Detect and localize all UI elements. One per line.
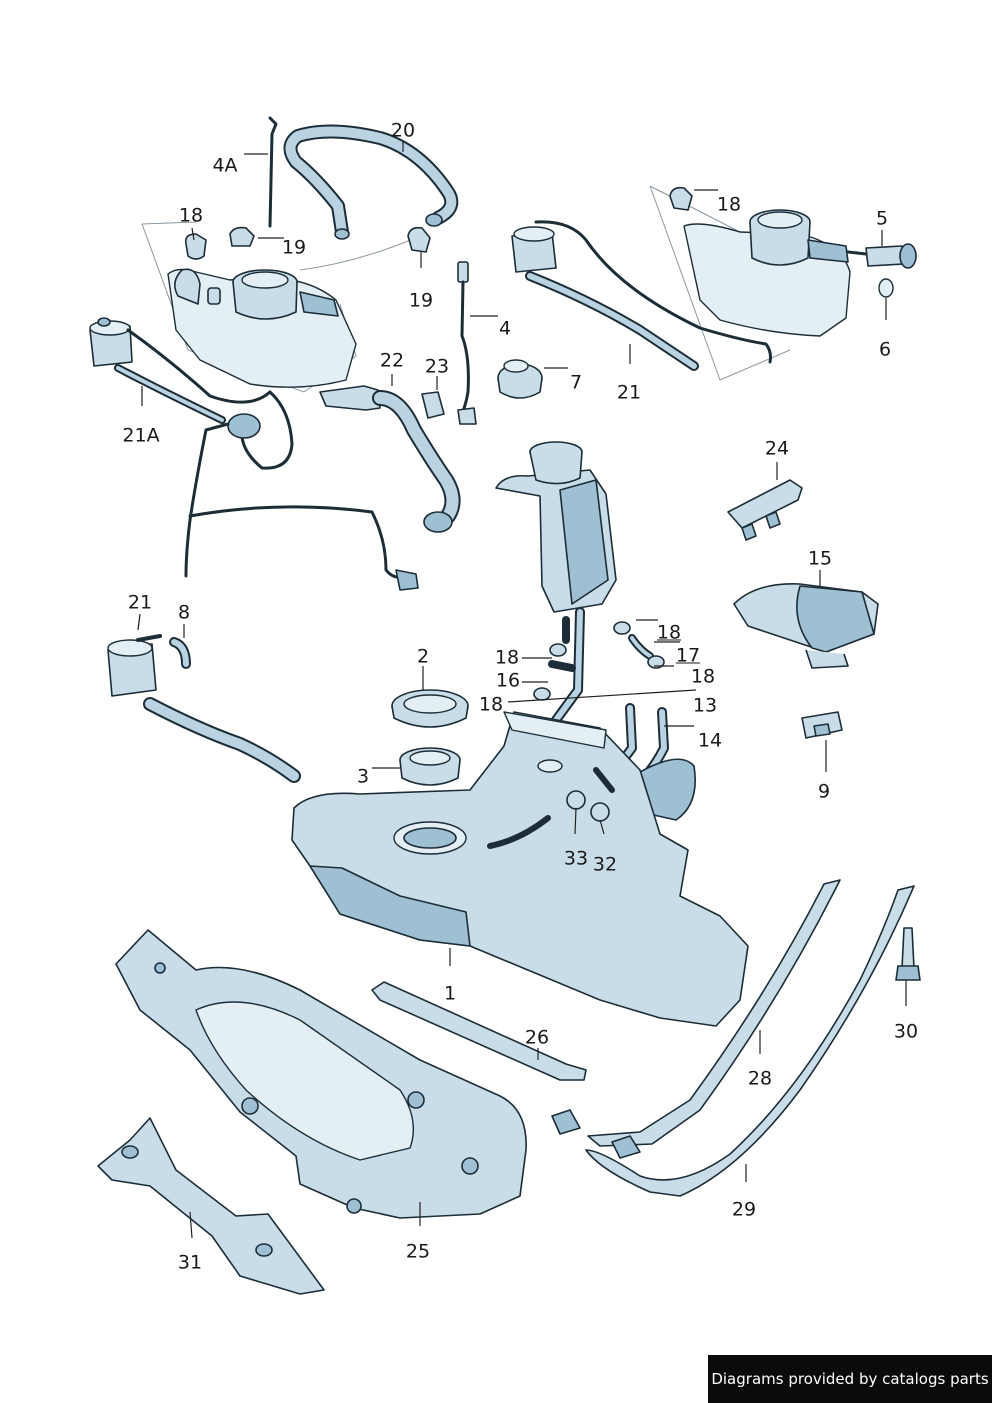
part-4a-rod (268, 116, 278, 228)
filler-pipe-assembly (495, 441, 617, 725)
part-21-canister-top (511, 220, 772, 371)
callout-18-b[interactable]: 18 (716, 193, 742, 216)
callout-18-c[interactable]: 18 (656, 621, 682, 644)
part-29-strap (585, 885, 915, 1197)
part-17-hose (628, 634, 654, 660)
callout-6[interactable]: 6 (878, 338, 892, 361)
part-19-clip-b (407, 226, 431, 253)
part-18-clip-c (549, 643, 567, 657)
callout-24[interactable]: 24 (764, 437, 790, 460)
callout-29[interactable]: 29 (731, 1198, 757, 1221)
part-21-canister-mid (107, 634, 301, 783)
callout-21-b[interactable]: 21 (616, 381, 642, 404)
part-24-bracket (727, 479, 803, 541)
part-31-bracket (97, 1117, 325, 1295)
part-9-clip (801, 711, 843, 739)
callout-13[interactable]: 13 (692, 694, 718, 717)
callout-19-a[interactable]: 19 (281, 236, 307, 259)
part-32-clamp (590, 802, 610, 822)
callout-21-c[interactable]: 21 (127, 591, 153, 614)
callout-5[interactable]: 5 (875, 207, 889, 230)
part-4-wire-connector (457, 261, 477, 425)
part-33-clamp (566, 790, 586, 810)
callout-18-f[interactable]: 18 (478, 693, 504, 716)
part-26-strap (371, 981, 587, 1081)
callout-31[interactable]: 31 (177, 1251, 203, 1274)
part-16-hose (548, 660, 576, 672)
callout-8[interactable]: 8 (177, 601, 191, 624)
part-5-valve (846, 243, 917, 269)
callout-26[interactable]: 26 (524, 1026, 550, 1049)
part-23-seal (421, 391, 445, 419)
callout-18-e[interactable]: 18 (690, 665, 716, 688)
part-22-valve-hose (319, 385, 461, 533)
filler-neck-group-left (141, 221, 421, 393)
part-25-heat-shield (115, 929, 527, 1219)
part-19-clip-a (229, 226, 255, 247)
callout-17[interactable]: 17 (675, 644, 701, 667)
callout-7[interactable]: 7 (569, 371, 583, 394)
part-8-hose-piece (169, 637, 191, 669)
credit-text: Diagrams provided by catalogs parts (711, 1370, 989, 1388)
callout-2[interactable]: 2 (416, 645, 430, 668)
part-3-seal-ring (399, 747, 461, 786)
callout-4[interactable]: 4 (498, 317, 512, 340)
part-30-bolt (895, 927, 921, 981)
callout-22[interactable]: 22 (379, 349, 405, 372)
part-18-clip-e (613, 621, 631, 635)
part-18-clip-f (647, 655, 665, 669)
callout-21a[interactable]: 21A (122, 424, 160, 447)
callout-28[interactable]: 28 (747, 1067, 773, 1090)
part-21a-carbon-canister (89, 317, 419, 591)
callout-32[interactable]: 32 (592, 853, 618, 876)
callout-33[interactable]: 33 (563, 847, 589, 870)
callout-9[interactable]: 9 (817, 780, 831, 803)
callout-14[interactable]: 14 (697, 729, 723, 752)
part-18-clip-d (533, 687, 551, 701)
part-7-cap (497, 359, 543, 399)
part-18-clip-a (184, 233, 207, 260)
part-6-o-ring (878, 278, 894, 298)
callout-25[interactable]: 25 (405, 1240, 431, 1263)
callout-4a[interactable]: 4A (212, 154, 238, 177)
credit-banner: Diagrams provided by catalogs parts (708, 1355, 992, 1403)
filler-neck-group-right (649, 185, 851, 381)
part-2-locking-ring (391, 689, 469, 728)
callout-18-d[interactable]: 18 (494, 646, 520, 669)
callout-16[interactable]: 16 (495, 669, 521, 692)
callout-3[interactable]: 3 (356, 765, 370, 788)
callout-18-a[interactable]: 18 (178, 204, 204, 227)
part-15-shield (733, 583, 879, 669)
callout-1[interactable]: 1 (443, 982, 457, 1005)
callout-23[interactable]: 23 (424, 355, 450, 378)
callout-30[interactable]: 30 (893, 1020, 919, 1043)
callout-20[interactable]: 20 (390, 119, 416, 142)
leader-lines (137, 142, 907, 1239)
part-20-breather-hose (283, 124, 459, 240)
part-18-clip-b (669, 186, 693, 211)
callout-19-b[interactable]: 19 (408, 289, 434, 312)
callout-15[interactable]: 15 (807, 547, 833, 570)
part-1-fuel-tank (291, 711, 749, 1027)
